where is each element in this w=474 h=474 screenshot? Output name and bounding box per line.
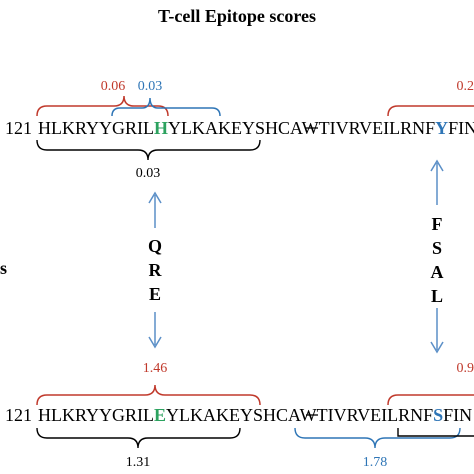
left-letter-q: Q xyxy=(148,236,162,256)
bottom-position: 121 xyxy=(5,405,32,425)
right-letter-a: A xyxy=(431,262,444,282)
bottom-right-red-brace xyxy=(387,394,474,406)
top-seq-c: AWTIVRVEIL xyxy=(290,118,400,138)
bottom-score-right-red: 0.9 xyxy=(457,361,474,376)
bottom-seq-c: AWTIVRVEIL xyxy=(288,405,398,425)
right-double-arrow xyxy=(430,159,444,354)
top-score-black: 0.03 xyxy=(136,166,161,181)
top-score-red: 0.06 xyxy=(101,79,126,94)
bottom-seq-a: HLKRYYGRIL xyxy=(38,405,154,425)
top-score-blue: 0.03 xyxy=(138,79,163,94)
top-blue-brace xyxy=(111,97,221,117)
bottom-score-blue: 1.78 xyxy=(363,455,388,470)
right-letter-l: L xyxy=(431,286,443,306)
top-seq-b: YLKAKEYSH xyxy=(168,118,278,138)
right-letter-s: S xyxy=(432,238,442,258)
bottom-red-brace xyxy=(36,384,261,406)
bottom-seq-d: RNF xyxy=(398,405,433,425)
bottom-mut2: S xyxy=(433,405,443,425)
top-c-char: C xyxy=(278,118,290,138)
left-letter-r: R xyxy=(149,260,163,280)
bottom-mut1: E xyxy=(154,405,166,425)
top-mut2: Y xyxy=(435,118,448,138)
top-seq-e: FIN xyxy=(448,118,474,138)
diagram-title: T-cell Epitope scores xyxy=(158,6,316,26)
top-black-brace xyxy=(36,139,261,161)
left-double-arrow xyxy=(148,191,162,349)
top-red-brace xyxy=(36,95,169,117)
top-sequence: 121 HLKRYYGRILHYLKAKEYSHCAWTIVRVEILRNFYFI… xyxy=(5,118,474,138)
bottom-sequence: 121 HLKRYYGRILEYLKAKEYSHCAWTIVRVEILRNFSFI… xyxy=(5,405,472,425)
top-position: 121 xyxy=(5,118,32,138)
bottom-seq-b: YLKAKEYSH xyxy=(166,405,276,425)
top-seq-a: HLKRYYGRIL xyxy=(38,118,154,138)
top-seq-d: RNF xyxy=(400,118,435,138)
bottom-c-char: C xyxy=(276,405,288,425)
top-score-right-red: 0.2 xyxy=(457,79,474,94)
bottom-score-red: 1.46 xyxy=(143,361,168,376)
top-right-red-brace xyxy=(387,105,474,117)
right-letter-f: F xyxy=(432,214,443,234)
bottom-score-black: 1.31 xyxy=(126,455,151,470)
bottom-right-black-bracket xyxy=(397,428,474,437)
left-letter-e: E xyxy=(149,284,161,304)
bottom-blue-brace xyxy=(294,427,461,449)
side-label: s xyxy=(0,258,7,278)
bottom-seq-e: FIN xyxy=(443,405,472,425)
bottom-black-brace xyxy=(36,427,241,449)
top-mut1: H xyxy=(154,118,168,138)
